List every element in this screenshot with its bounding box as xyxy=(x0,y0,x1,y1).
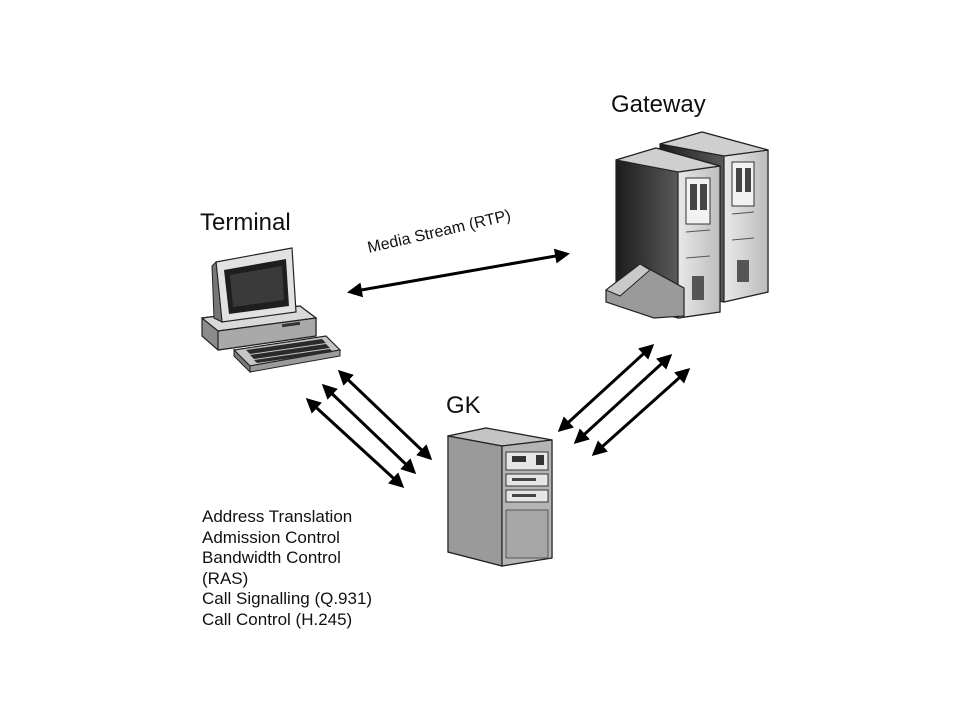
function-item: Call Signalling (Q.931) xyxy=(202,589,373,609)
gk-server-icon xyxy=(447,427,553,567)
function-item: Call Control (H.245) xyxy=(202,609,353,629)
gateway-label: Gateway xyxy=(611,91,706,118)
gk-gateway-arrow-3 xyxy=(591,368,691,456)
gateway-server-icon xyxy=(605,131,769,319)
terminal-gk-signalling-arrows xyxy=(305,369,433,489)
gk-gateway-arrow-1 xyxy=(557,343,655,433)
gk-functions-list: Address Translation Admission Control Ba… xyxy=(202,507,372,631)
function-item: Address Translation xyxy=(202,507,353,526)
function-item: Bandwidth Control xyxy=(202,548,341,568)
terminal-label: Terminal xyxy=(200,209,291,236)
function-item: (RAS) xyxy=(202,568,249,588)
gk-gateway-signalling-arrows xyxy=(557,343,691,456)
media-stream-arrow xyxy=(347,248,570,298)
terminal-computer-icon xyxy=(200,247,342,374)
gk-label: GK xyxy=(446,392,481,419)
function-item: Admission Control xyxy=(202,527,340,547)
terminal-gk-arrow-3 xyxy=(305,397,405,489)
